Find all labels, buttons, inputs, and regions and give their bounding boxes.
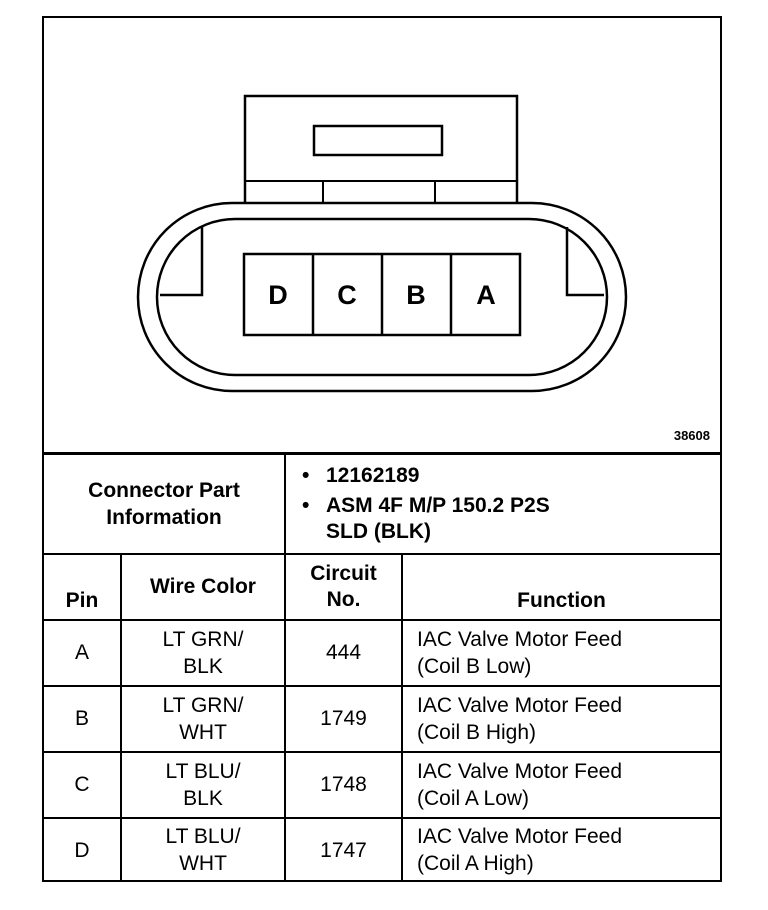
function-line2: (Coil A High) <box>417 852 534 875</box>
pin-cell: A <box>44 618 122 687</box>
function-cell: IAC Valve Motor Feed (Coil B Low) <box>401 618 720 687</box>
connector-info-label-line2: Information <box>106 505 222 529</box>
pin-label-d: D <box>268 280 288 310</box>
wire-color-line2: BLK <box>183 654 223 678</box>
pin-cell: C <box>44 750 122 819</box>
wire-color-line1: LT BLU/ <box>165 759 241 783</box>
wire-color-cell: LT GRN/ BLK <box>120 618 286 687</box>
table-row: C LT BLU/ BLK 1748 IAC Valve Motor Feed … <box>44 750 720 819</box>
key-right <box>565 227 604 297</box>
pin-cell: B <box>44 684 122 753</box>
pin-label-c: C <box>337 280 357 310</box>
pin-cell: D <box>44 816 122 882</box>
header-function: Function <box>401 552 720 621</box>
circuit-cell: 1747 <box>284 816 403 882</box>
circuit-cell: 1748 <box>284 750 403 819</box>
connector-info-details: 12162189 ASM 4F M/P 150.2 P2S SLD (BLK) <box>284 452 720 555</box>
function-line2: (Coil B High) <box>417 720 537 744</box>
figure-id: 38608 <box>673 428 710 443</box>
connector-diagram: D C B A <box>136 94 628 393</box>
circuit-cell: 444 <box>284 618 403 687</box>
latch-slot <box>312 124 444 157</box>
wire-color-line2: WHT <box>179 720 227 744</box>
key-left <box>160 227 204 297</box>
function-line2: (Coil B Low) <box>417 654 532 678</box>
function-cell: IAC Valve Motor Feed (Coil B High) <box>401 684 720 753</box>
wire-color-cell: LT BLU/ BLK <box>120 750 286 819</box>
pin-label-b: B <box>406 280 426 310</box>
function-line1: IAC Valve Motor Feed <box>417 825 623 848</box>
pin-label-a: A <box>476 280 496 310</box>
part-number: 12162189 <box>302 463 720 489</box>
wire-color-cell: LT GRN/ WHT <box>120 684 286 753</box>
table-row: D LT BLU/ WHT 1747 IAC Valve Motor Feed … <box>44 816 720 882</box>
connector-sheet: D C B A 38608 Connector Part Information… <box>42 16 722 882</box>
function-line1: IAC Valve Motor Feed <box>417 627 623 651</box>
function-cell: IAC Valve Motor Feed (Coil A High) <box>401 816 720 882</box>
header-row: Pin Wire Color Circuit No. Function <box>44 552 720 621</box>
header-wire-color: Wire Color <box>120 552 286 621</box>
connector-info-label-line1: Connector Part <box>88 478 240 502</box>
header-circuit: Circuit No. <box>284 552 403 621</box>
table-row: A LT GRN/ BLK 444 IAC Valve Motor Feed (… <box>44 618 720 687</box>
pinout-table: Connector Part Information 12162189 ASM … <box>44 452 720 882</box>
wire-color-line1: LT GRN/ <box>162 693 244 717</box>
function-line2: (Coil A Low) <box>417 786 530 810</box>
part-description-line2: SLD (BLK) <box>326 519 431 543</box>
connector-info-row: Connector Part Information 12162189 ASM … <box>44 452 720 555</box>
circuit-cell: 1749 <box>284 684 403 753</box>
function-line1: IAC Valve Motor Feed <box>417 693 623 717</box>
header-circuit-line2: No. <box>326 587 361 611</box>
wire-color-line2: WHT <box>179 852 227 875</box>
function-cell: IAC Valve Motor Feed (Coil A Low) <box>401 750 720 819</box>
wire-color-cell: LT BLU/ WHT <box>120 816 286 882</box>
connector-info-label: Connector Part Information <box>44 452 286 555</box>
wire-color-line1: LT BLU/ <box>165 825 241 848</box>
table-row: B LT GRN/ WHT 1749 IAC Valve Motor Feed … <box>44 684 720 753</box>
wire-color-line1: LT GRN/ <box>162 627 244 651</box>
wire-color-line2: BLK <box>183 786 223 810</box>
function-line1: IAC Valve Motor Feed <box>417 759 623 783</box>
header-circuit-line1: Circuit <box>310 561 377 585</box>
part-description-line1: ASM 4F M/P 150.2 P2S <box>302 493 720 519</box>
header-pin: Pin <box>44 552 122 621</box>
